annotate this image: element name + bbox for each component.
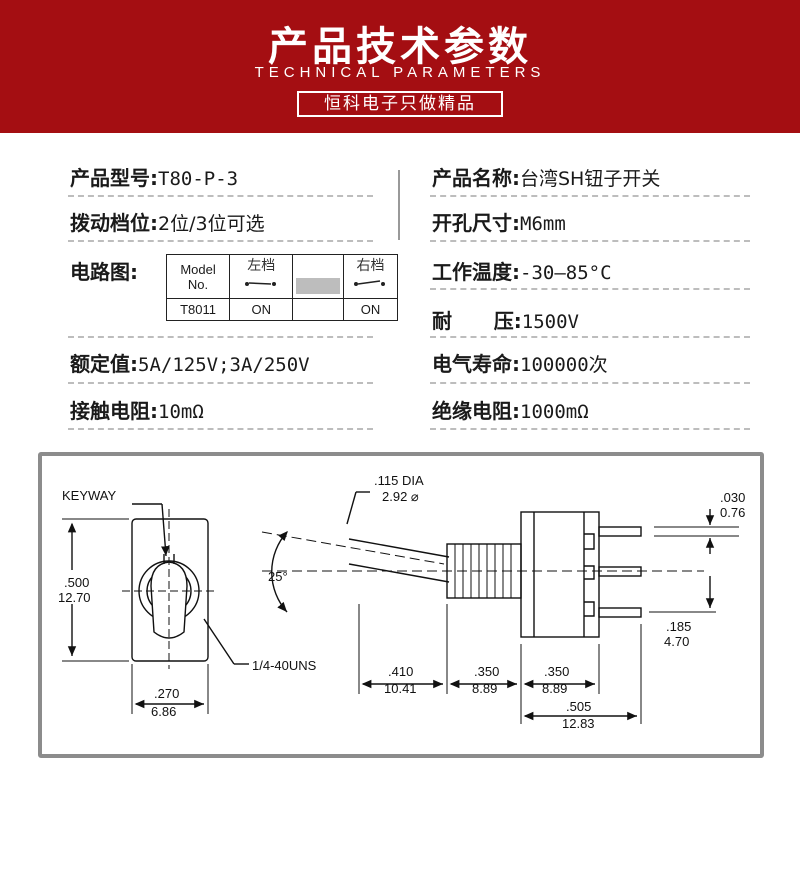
page-subtitle: TECHNICAL PARAMETERS: [254, 64, 546, 81]
front-view-body: [131, 518, 209, 662]
thread-label: 1/4-40UNS: [252, 658, 317, 673]
d410-mm-label: 10.41: [384, 681, 417, 696]
param-position-value: 2位/3位可选: [158, 213, 265, 235]
left-position-label: 左档: [247, 258, 276, 274]
d505-in-label: .505: [566, 699, 591, 714]
terminal-middle: [598, 566, 642, 577]
param-contact-value: 10mΩ: [158, 401, 204, 423]
divider: [430, 288, 750, 290]
param-position: 拨动档位:2位/3位可选: [70, 207, 265, 236]
param-model-value: T80-P-3: [158, 168, 239, 190]
circuit-center-state: [292, 298, 344, 321]
d030-in-label: .030: [720, 490, 745, 505]
angle-label: 25°: [268, 569, 288, 584]
d350b-in-label: .350: [544, 664, 569, 679]
param-temp-label: 工作温度:: [432, 260, 520, 284]
slogan-badge: 恒科电子只做精品: [297, 91, 503, 117]
param-voltage-label: 耐 压:: [432, 309, 522, 333]
param-position-label: 拨动档位:: [70, 211, 158, 235]
param-voltage-value: 1500V: [521, 311, 579, 333]
switch-closed-icon: [245, 282, 277, 286]
param-voltage: 耐 压:1500V: [432, 305, 579, 334]
model-header-line2: No.: [187, 276, 209, 292]
column-divider: [398, 170, 400, 240]
param-temp: 工作温度:-30—85°C: [432, 256, 612, 285]
param-model: 产品型号:T80-P-3: [70, 162, 238, 191]
param-insulation-value: 1000mΩ: [520, 401, 589, 423]
terminal-top: [598, 526, 642, 537]
dimension-drawing-frame: KEYWAY .500 12.70 1/4-40UNS .270 6.86 .1…: [38, 452, 764, 758]
height-in-label: .500: [64, 575, 89, 590]
divider: [430, 240, 750, 242]
circuit-right-header: 右档: [342, 254, 399, 299]
keyway-label: KEYWAY: [62, 488, 117, 503]
param-name-value: 台湾SH钮子开关: [520, 168, 661, 190]
param-life-label: 电气寿命:: [432, 352, 520, 376]
d030-mm-label: 0.76: [720, 505, 745, 520]
height-mm-label: 12.70: [58, 590, 91, 605]
param-rating-value: 5A/125V;3A/250V: [138, 354, 310, 376]
circuit-right-state: ON: [342, 298, 399, 321]
param-hole-value: M6mm: [520, 213, 566, 235]
terminal-bottom: [598, 607, 642, 618]
dimension-drawing: KEYWAY .500 12.70 1/4-40UNS .270 6.86 .1…: [58, 473, 745, 731]
divider: [430, 382, 750, 384]
param-life: 电气寿命:100000次: [432, 348, 608, 377]
d350a-in-label: .350: [474, 664, 499, 679]
divider: [430, 428, 750, 430]
lever-upper-edge: [348, 538, 450, 558]
off-position-block: [296, 278, 341, 294]
divider: [430, 336, 750, 338]
param-rating: 额定值:5A/125V;3A/250V: [70, 348, 310, 377]
switch-housing: [520, 511, 600, 638]
circuit-table: Model No. 左档 右档 T8011 ON ON: [165, 254, 399, 321]
right-position-label: 右档: [356, 258, 385, 274]
divider: [68, 428, 373, 430]
lever-lower-edge: [348, 563, 450, 583]
param-circuit-label: 电路图:: [70, 260, 138, 284]
d350a-mm-label: 8.89: [472, 681, 497, 696]
param-hole: 开孔尺寸:M6mm: [432, 207, 566, 236]
page-title: 产品技术参数: [268, 24, 532, 70]
d185-mm-label: 4.70: [664, 634, 689, 649]
width-in-label: .270: [154, 686, 179, 701]
divider: [68, 382, 373, 384]
dia-mm-label: 2.92 ⌀: [382, 489, 419, 504]
param-contact: 接触电阻:10mΩ: [70, 395, 204, 424]
param-model-label: 产品型号:: [70, 166, 158, 190]
circuit-left-header: 左档: [229, 254, 294, 299]
dia-in-label: .115 DIA: [374, 473, 424, 488]
param-rating-label: 额定值:: [70, 352, 138, 376]
divider: [68, 240, 373, 242]
width-mm-label: 6.86: [151, 704, 176, 719]
switch-closed-icon: [354, 280, 386, 286]
param-name: 产品名称:台湾SH钮子开关: [432, 162, 660, 191]
divider: [68, 336, 373, 338]
circuit-model-cell: T8011: [165, 298, 231, 321]
model-header-line1: Model: [180, 261, 216, 277]
circuit-center-header: [292, 254, 344, 299]
param-life-value: 100000次: [520, 354, 608, 376]
param-contact-label: 接触电阻:: [70, 399, 158, 423]
d410-in-label: .410: [388, 664, 413, 679]
d350b-mm-label: 8.89: [542, 681, 567, 696]
circuit-left-state: ON: [229, 298, 294, 321]
param-circuit: 电路图:: [70, 256, 138, 285]
circuit-model-header: Model No.: [165, 254, 231, 299]
d185-in-label: .185: [666, 619, 691, 634]
header-banner: 产品技术参数 TECHNICAL PARAMETERS 恒科电子只做精品: [0, 0, 800, 133]
divider: [68, 195, 373, 197]
param-name-label: 产品名称:: [432, 166, 520, 190]
d505-mm-label: 12.83: [562, 716, 595, 731]
param-temp-value: -30—85°C: [520, 262, 612, 284]
param-insulation: 绝缘电阻:1000mΩ: [432, 395, 589, 424]
param-insulation-label: 绝缘电阻:: [432, 399, 520, 423]
divider: [430, 195, 750, 197]
param-hole-label: 开孔尺寸:: [432, 211, 520, 235]
